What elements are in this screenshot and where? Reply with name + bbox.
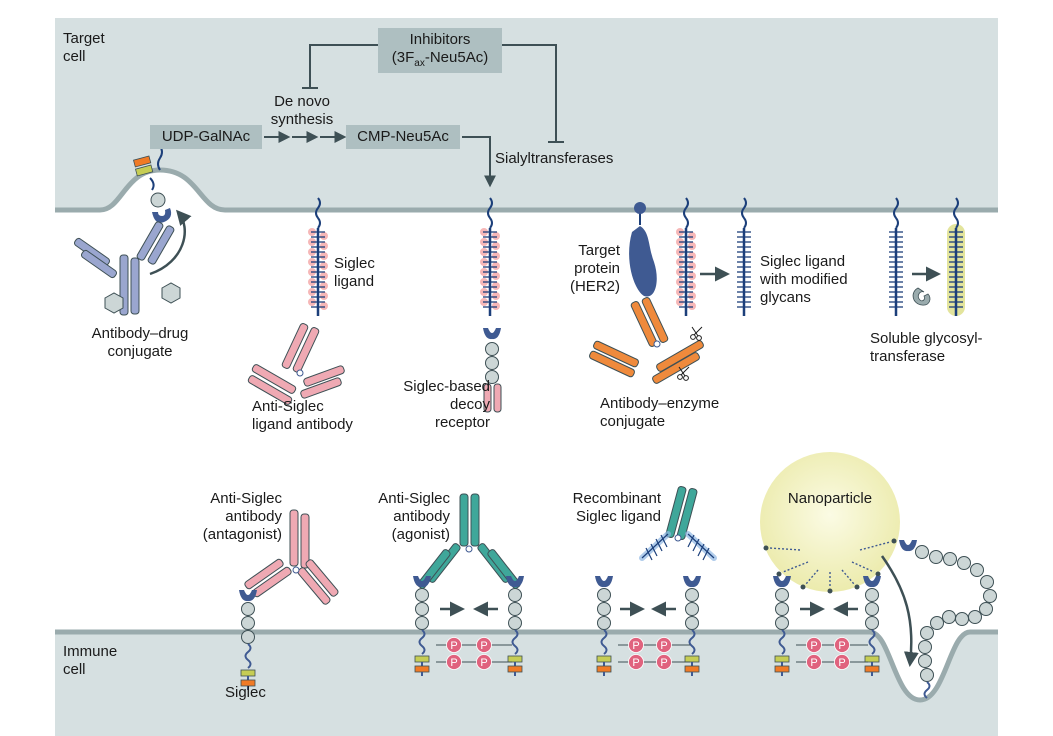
recombinant-label: Recombinant Siglec ligand: [572, 490, 661, 525]
unmodified-chain: [887, 196, 905, 318]
enzyme-scissors-icon: [690, 326, 703, 341]
phospho-icon: [834, 637, 850, 653]
immune-cell-membrane: [55, 629, 998, 703]
phospho-icon: [806, 637, 822, 653]
phospho-icon: [834, 654, 850, 670]
de-novo-synthesis-label: De novo synthesis: [270, 93, 334, 128]
phospho-icon: [476, 654, 492, 670]
phospho-icon: [446, 637, 462, 653]
antagonist-label: Anti-Siglec antibody (antagonist): [202, 490, 282, 543]
immune-cell-body: [55, 632, 998, 736]
antibody-drug-conjugate: [74, 145, 192, 316]
phospho-icon: [656, 654, 672, 670]
phospho-icon: [628, 637, 644, 653]
phosphorylation-nanoparticle: [796, 637, 868, 670]
antibody-enzyme-conjugate: [589, 297, 704, 384]
glycosyltransferase-enzyme-icon: [912, 287, 931, 306]
phospho-icon: [476, 637, 492, 653]
siglec-receptor: [773, 576, 791, 676]
siglec-receptor: [595, 576, 613, 676]
anti-siglec-ligand-antibody-label: Anti-Siglec ligand antibody: [252, 398, 353, 433]
sialyltransferases-label: Sialyltransferases: [495, 150, 614, 167]
phospho-icon: [806, 654, 822, 670]
recombinant-siglec-ligand: [639, 486, 717, 561]
antibody-enzyme-label: Antibody–enzyme conjugate: [600, 395, 720, 430]
siglec-receptor: [239, 590, 257, 690]
modified-glycan-chain: [735, 196, 753, 318]
target-cell-body: [55, 18, 998, 210]
siglec-receptor: [413, 576, 431, 676]
siglec-ligand-chain: [308, 196, 328, 318]
siglec-ligand-label: Siglec ligand: [334, 255, 375, 290]
phospho-icon: [656, 637, 672, 653]
siglec-decoy-receptor: [480, 196, 502, 413]
udp-galnac-box: UDP-GalNAc: [150, 125, 262, 149]
agonist-label: Anti-Siglec antibody (agonist): [378, 490, 450, 543]
siglec-receptor: [683, 576, 701, 676]
inhibitors-title: Inhibitors: [409, 31, 471, 48]
glycan-modified-chain-green: [947, 196, 965, 318]
inhibitors-box: Inhibitors (3Fax-Neu5Ac): [378, 28, 502, 73]
soluble-glycosyltransferase-label: Soluble glycosyl- transferase: [870, 330, 983, 365]
siglec-receptor: [863, 576, 881, 676]
modified-glycans-label: Siglec ligand with modified glycans: [760, 253, 848, 306]
cmp-neu5ac-box: CMP-Neu5Ac: [346, 125, 460, 149]
target-cell-membrane: [55, 167, 998, 213]
decoy-receptor-label: Siglec-based decoy receptor: [403, 378, 490, 431]
siglec-label: Siglec: [225, 684, 266, 701]
glycoprotein-chain: [676, 196, 696, 318]
her2-target-protein: [629, 202, 657, 297]
adc-label: Antibody–drug conjugate: [91, 325, 189, 360]
nanoparticle: [760, 452, 900, 594]
siglec-receptor: [506, 576, 524, 676]
agonist-antibody: [417, 493, 521, 589]
pathway-arrows: [264, 44, 564, 188]
phosphorylation-agonist: [436, 637, 512, 670]
antagonist-antibody: [244, 509, 339, 605]
phospho-icon: [628, 654, 644, 670]
phosphorylation-recombinant: [618, 637, 690, 670]
nanoparticle-label: Nanoparticle: [787, 490, 873, 507]
internalized-siglec: [880, 540, 997, 699]
target-cell-label: Target cell: [63, 30, 105, 65]
anti-siglec-ligand-antibody: [247, 323, 345, 405]
inhibitors-compound: (3Fax-Neu5Ac): [391, 49, 489, 69]
target-protein-label: Target protein (HER2): [569, 242, 620, 295]
phospho-icon: [446, 654, 462, 670]
immune-cell-label: Immune cell: [63, 643, 118, 678]
